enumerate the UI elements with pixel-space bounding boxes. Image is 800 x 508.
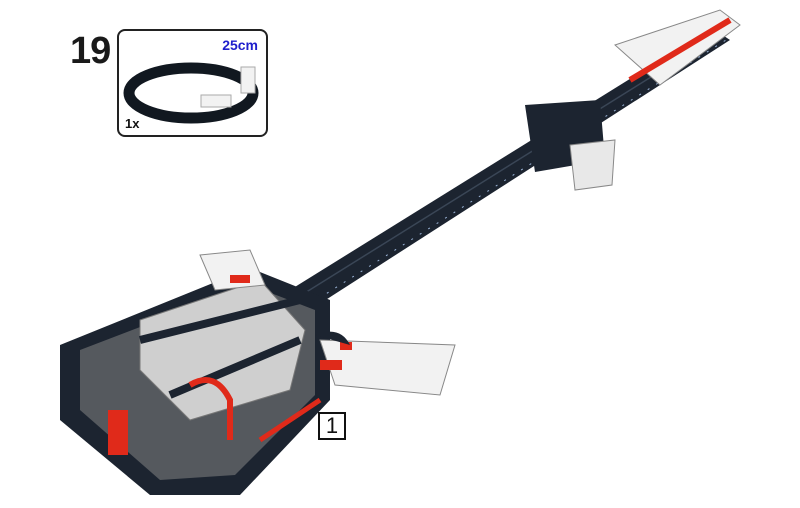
cable-icon — [123, 62, 259, 124]
base-frame — [60, 249, 330, 495]
arm-mid-block — [525, 100, 616, 191]
parts-list-callout: 25cm 1x — [117, 29, 268, 137]
part-quantity: 1x — [125, 116, 140, 131]
top-claw — [614, 9, 741, 86]
side-claw — [315, 331, 456, 396]
sub-step-callout: 1 — [318, 412, 346, 440]
cable-length-label: 25cm — [222, 37, 258, 53]
step-number: 19 — [70, 30, 111, 72]
arm-beams — [290, 28, 730, 310]
